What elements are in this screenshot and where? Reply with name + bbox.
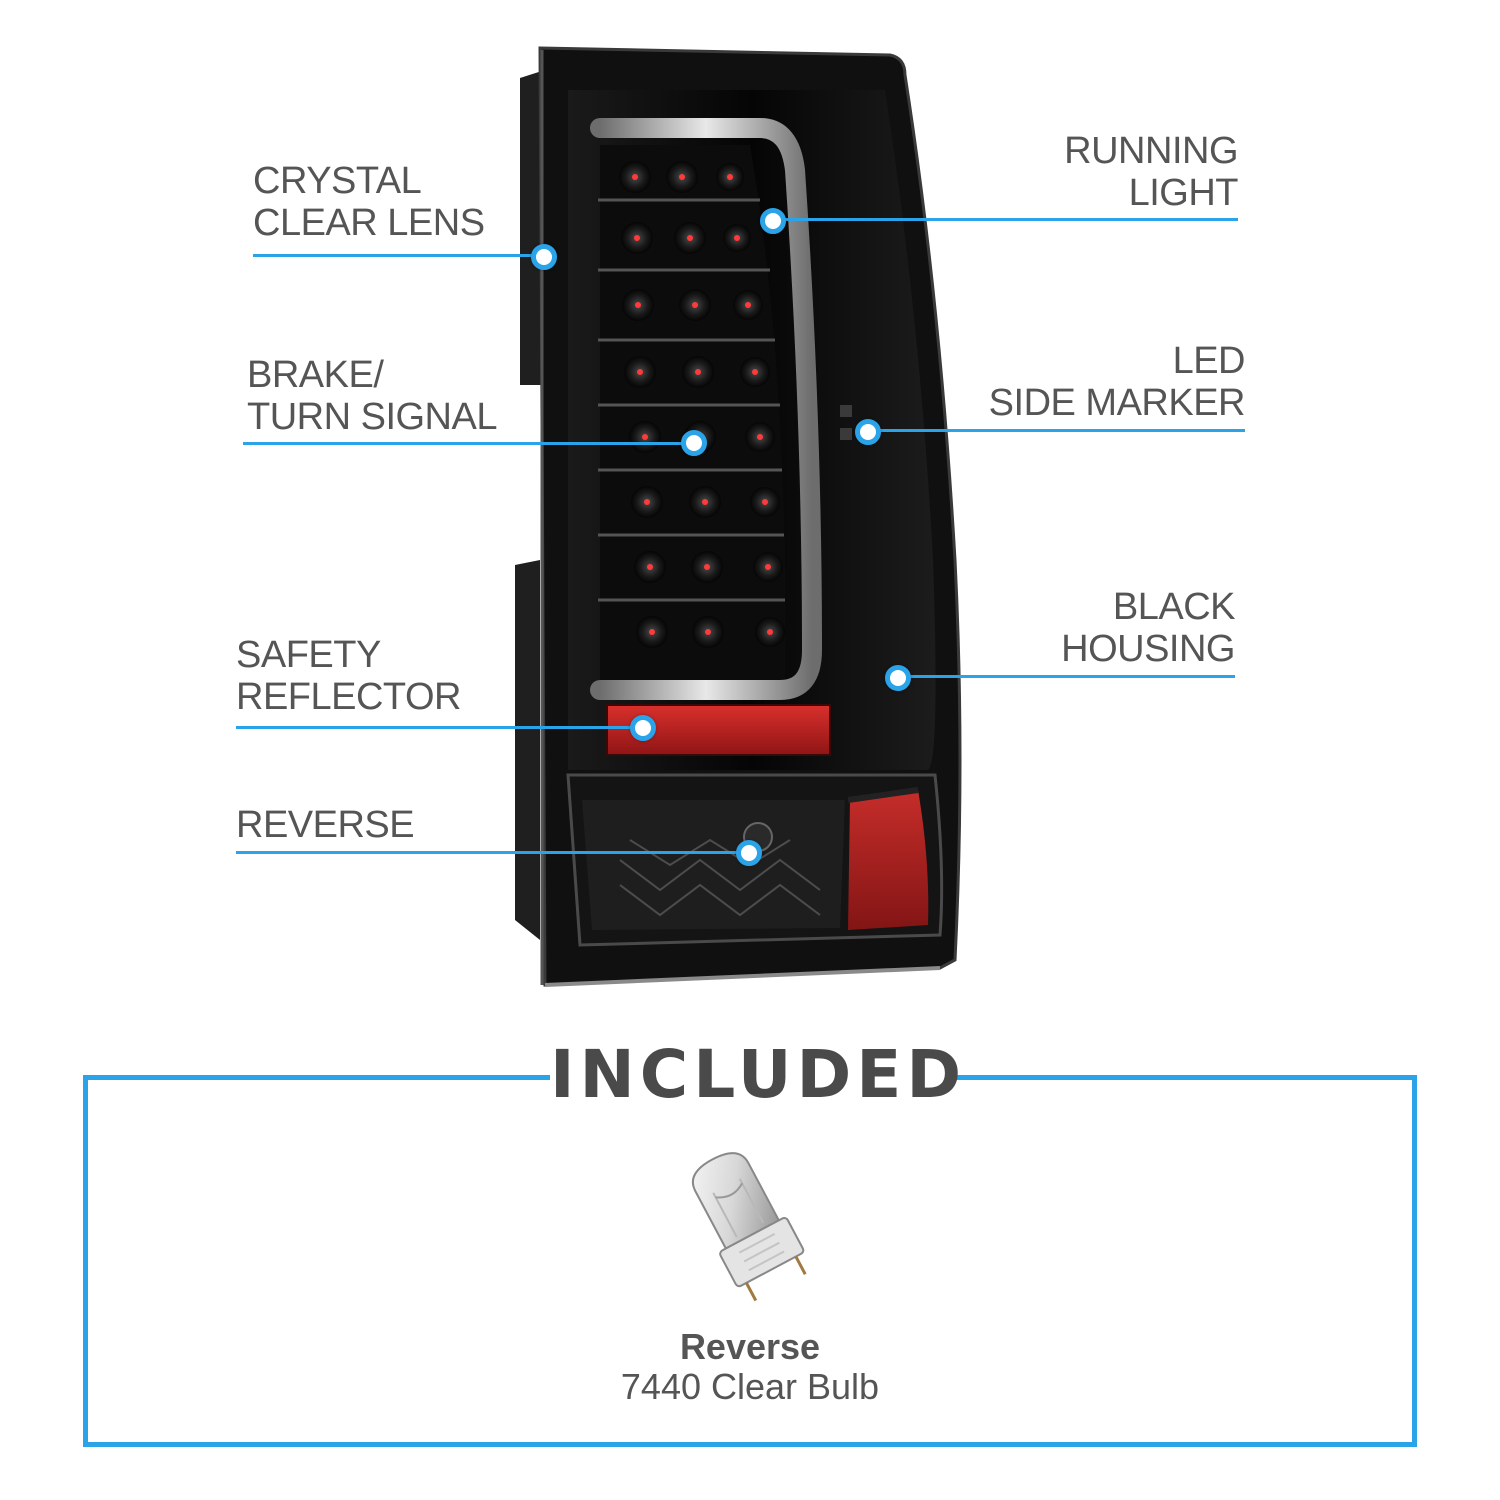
included-box-top-left bbox=[83, 1075, 550, 1080]
wedge-bulb-icon bbox=[691, 1152, 807, 1302]
mount-flange-top bbox=[520, 70, 545, 385]
bulb-name: Reverse bbox=[679, 1326, 821, 1367]
included-box-left bbox=[83, 1075, 88, 1447]
bulb-description: 7440 Clear Bulb bbox=[620, 1366, 880, 1407]
label-brake-turn-signal: BRAKE/ TURN SIGNAL bbox=[247, 354, 497, 438]
included-box-right bbox=[1412, 1075, 1417, 1447]
marker-running-light bbox=[760, 208, 786, 234]
leader-brake-turn-signal bbox=[243, 442, 693, 445]
side-marker-led bbox=[840, 405, 852, 417]
label-reverse: REVERSE bbox=[236, 804, 415, 846]
included-box-top-right bbox=[950, 1075, 1417, 1080]
reflector bbox=[606, 704, 831, 756]
leader-safety-reflector bbox=[236, 726, 642, 729]
mount-flange-bottom bbox=[515, 560, 540, 940]
marker-reverse bbox=[736, 840, 762, 866]
label-running-light: RUNNING LIGHT bbox=[1064, 130, 1238, 214]
marker-led-side-marker bbox=[855, 419, 881, 445]
label-black-housing: BLACK HOUSING bbox=[1061, 586, 1235, 670]
marker-black-housing bbox=[885, 665, 911, 691]
marker-safety-reflector bbox=[630, 715, 656, 741]
included-title: INCLUDED bbox=[550, 1036, 967, 1113]
label-safety-reflector: SAFETY REFLECTOR bbox=[236, 634, 461, 718]
light-tube bbox=[590, 118, 822, 700]
leader-reverse bbox=[236, 851, 748, 854]
label-crystal-clear-lens: CRYSTAL CLEAR LENS bbox=[253, 160, 485, 244]
leader-led-side-marker bbox=[868, 429, 1245, 432]
side-red-marker bbox=[848, 790, 929, 930]
included-box-bottom bbox=[83, 1442, 1417, 1447]
leader-crystal-clear-lens bbox=[253, 254, 543, 257]
marker-crystal-clear-lens bbox=[531, 244, 557, 270]
leader-black-housing bbox=[898, 675, 1235, 678]
label-led-side-marker: LED SIDE MARKER bbox=[988, 340, 1246, 424]
leader-running-light bbox=[772, 218, 1238, 221]
marker-brake-turn-signal bbox=[681, 430, 707, 456]
